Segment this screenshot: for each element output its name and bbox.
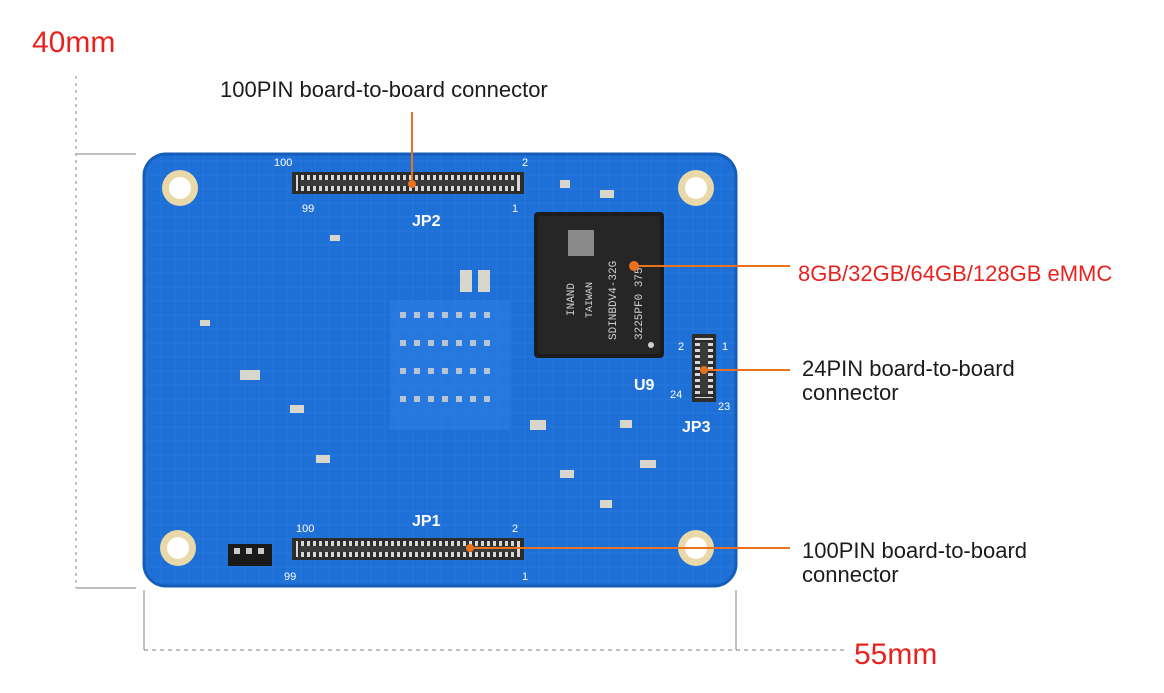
emmc-chip: SDINBDV4-32G 3225PF0 375 INAND TAIWAN [534, 212, 664, 358]
jp1-leader-dot [466, 544, 474, 552]
jp1-pin1-label: 1 [522, 571, 528, 583]
jp3-callout-line1: 24PIN board-to-board [802, 356, 1015, 381]
u9-silkscreen: U9 [634, 377, 655, 394]
jp1-callout-label: 100PIN board-to-board connector [802, 539, 1102, 587]
emmc-callout-label: 8GB/32GB/64GB/128GB eMMC [798, 261, 1113, 286]
jp2-silkscreen: JP2 [412, 213, 441, 230]
chip-marking-line1: SDINBDV4-32G [608, 261, 620, 340]
chip-marking-line2: 3225PF0 375 [634, 267, 646, 340]
jp2-pin1-label: 1 [512, 203, 518, 215]
jumper-header [228, 544, 272, 566]
jp3-pin23-label: 23 [718, 401, 730, 413]
chip-origin: TAIWAN [585, 282, 596, 318]
emmc-leader-dot [629, 261, 639, 271]
jp1-pin100-label: 100 [296, 523, 314, 535]
jp1-pin99-label: 99 [284, 571, 296, 583]
bga-component-area [390, 300, 510, 430]
jp1-connector [292, 538, 524, 560]
jp3-leader-dot [700, 366, 708, 374]
jp1-callout-line1: 100PIN board-to-board [802, 538, 1028, 563]
jp2-connector [292, 172, 524, 194]
qr-code-icon [568, 230, 594, 256]
jp2-pin100-label: 100 [274, 157, 292, 169]
jp2-pin2-label: 2 [522, 157, 528, 169]
jp2-leader-dot [408, 180, 416, 188]
jp1-pin2-label: 2 [512, 523, 518, 535]
jp3-pin1-label: 1 [722, 341, 728, 353]
dimension-guides [75, 76, 846, 651]
jp2-pin99-label: 99 [302, 203, 314, 215]
mounting-hole-icon [160, 170, 714, 566]
smd-components [200, 180, 656, 508]
jp3-pin24-label: 24 [670, 389, 682, 401]
jp3-callout-line2: connector [802, 380, 899, 405]
width-dimension-label: 55mm [854, 638, 938, 671]
pcb-board: JP2 100 2 99 1 JP1 100 2 99 1 SDINBDV4-3… [142, 152, 738, 588]
chip-brand: INAND [566, 283, 578, 316]
jp2-callout-label: 100PIN board-to-board connector [220, 77, 548, 102]
jp3-silkscreen: JP3 [682, 419, 711, 436]
jp3-pin2-label: 2 [678, 341, 684, 353]
jp1-silkscreen: JP1 [412, 513, 441, 530]
jp1-callout-line2: connector [802, 562, 899, 587]
jp3-callout-label: 24PIN board-to-board connector [802, 357, 1102, 405]
height-dimension-label: 40mm [32, 26, 116, 59]
leader-lines [408, 112, 790, 552]
